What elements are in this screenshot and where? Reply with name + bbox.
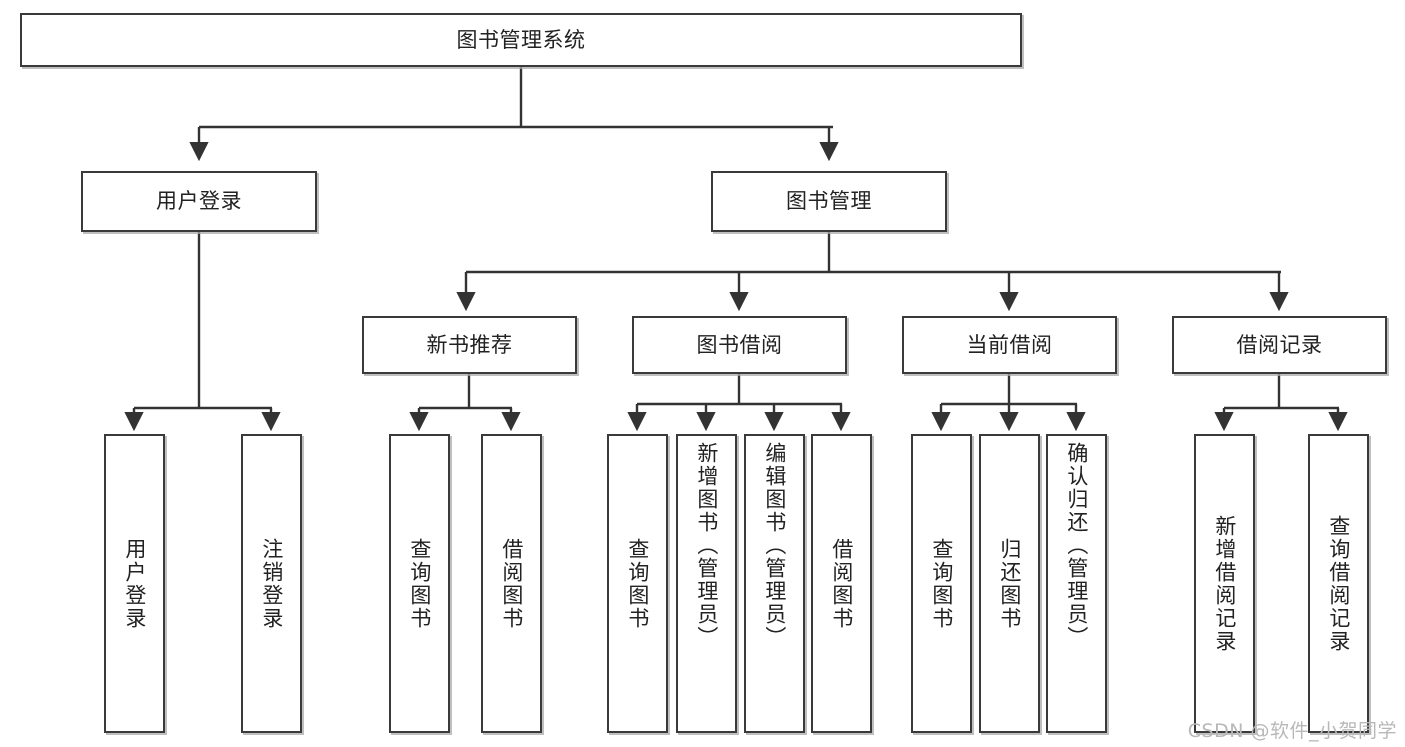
leaf-text-wrap: 借阅图书 [483,436,540,731]
node-root[interactable]: 图书管理系统 [20,13,1022,67]
leaf-text-wrap: 查询借阅记录 [1310,436,1367,731]
leaf-text-wrap: 注销登录 [243,436,300,731]
leaf-text-wrap: 确认归还（管理员） [1048,436,1105,731]
node-book-manage-label: 图书管理 [786,189,872,214]
node-leaf-user-logout-label: 注销登录 [259,537,284,630]
node-leaf-user-login[interactable]: 用户登录 [104,434,165,733]
node-leaf-query-record[interactable]: 查询借阅记录 [1308,434,1369,733]
node-leaf-add-book[interactable]: 新增图书（管理员） [676,434,737,733]
node-leaf-query-book-2-label: 查询图书 [625,537,650,630]
node-user-login-label: 用户登录 [156,189,242,214]
leaf-text-wrap: 查询图书 [609,436,666,731]
node-new-book-recommend[interactable]: 新书推荐 [362,316,577,374]
node-current-borrow[interactable]: 当前借阅 [902,316,1117,374]
node-borrow-record-label: 借阅记录 [1236,332,1323,357]
node-leaf-query-book-1[interactable]: 查询图书 [389,434,450,733]
watermark: CSDN @软件_小贺同学 [1187,720,1397,742]
node-leaf-return-book-label: 归还图书 [997,537,1022,630]
leaf-text-wrap: 归还图书 [981,436,1038,731]
leaf-text-wrap: 新增借阅记录 [1196,436,1253,731]
node-leaf-edit-book-label: 编辑图书（管理员） [762,442,787,649]
node-borrow-record[interactable]: 借阅记录 [1172,316,1387,374]
node-leaf-query-book-3-label: 查询图书 [929,537,954,630]
leaf-text-wrap: 新增图书（管理员） [678,436,735,731]
leaf-text-wrap: 用户登录 [106,436,163,731]
node-current-borrow-label: 当前借阅 [966,332,1053,357]
node-root-label: 图书管理系统 [456,27,586,52]
node-leaf-borrow-book-1[interactable]: 借阅图书 [481,434,542,733]
leaf-text-wrap: 查询图书 [391,436,448,731]
node-leaf-query-record-label: 查询借阅记录 [1326,514,1351,653]
node-leaf-add-record[interactable]: 新增借阅记录 [1194,434,1255,733]
node-leaf-query-book-3[interactable]: 查询图书 [911,434,972,733]
leaf-text-wrap: 编辑图书（管理员） [746,436,803,731]
node-user-login[interactable]: 用户登录 [81,171,317,232]
node-book-borrow[interactable]: 图书借阅 [632,316,847,374]
node-book-borrow-label: 图书借阅 [696,332,783,357]
node-leaf-borrow-book-2-label: 借阅图书 [829,537,854,630]
leaf-text-wrap: 查询图书 [913,436,970,731]
node-leaf-return-book[interactable]: 归还图书 [979,434,1040,733]
node-leaf-query-book-1-label: 查询图书 [407,537,432,630]
node-leaf-borrow-book-2[interactable]: 借阅图书 [811,434,872,733]
node-leaf-query-book-2[interactable]: 查询图书 [607,434,668,733]
node-leaf-add-record-label: 新增借阅记录 [1212,514,1237,653]
node-leaf-user-logout[interactable]: 注销登录 [241,434,302,733]
node-leaf-add-book-label: 新增图书（管理员） [694,442,719,649]
node-leaf-user-login-label: 用户登录 [122,537,147,630]
node-book-manage[interactable]: 图书管理 [711,171,947,232]
leaf-text-wrap: 借阅图书 [813,436,870,731]
node-leaf-edit-book[interactable]: 编辑图书（管理员） [744,434,805,733]
node-new-book-recommend-label: 新书推荐 [426,332,513,357]
node-leaf-confirm-return-label: 确认归还（管理员） [1064,442,1089,649]
node-leaf-confirm-return[interactable]: 确认归还（管理员） [1046,434,1107,733]
node-leaf-borrow-book-1-label: 借阅图书 [499,537,524,630]
